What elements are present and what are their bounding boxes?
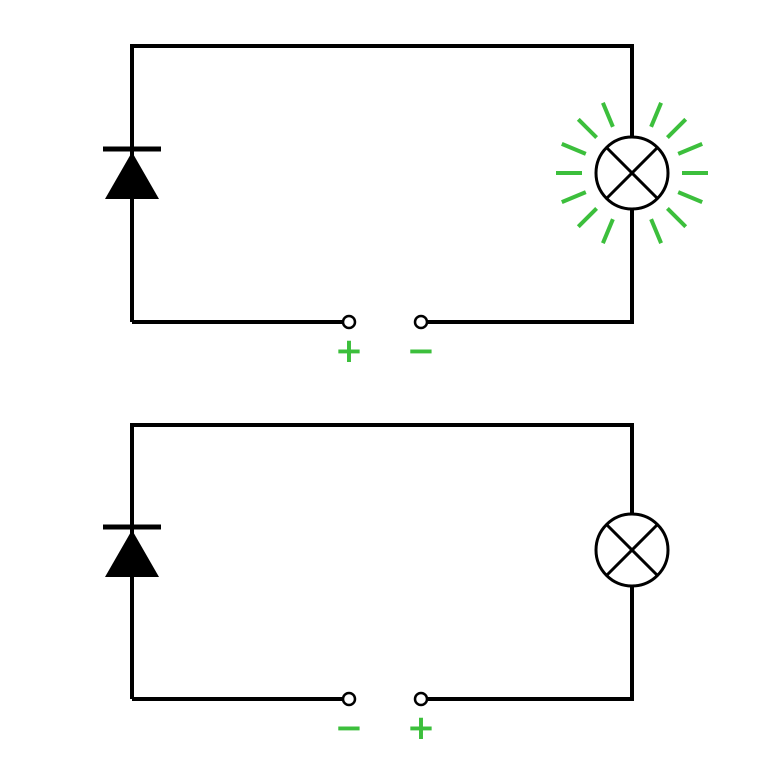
circuit-wire [130, 423, 634, 701]
glow-ray [677, 190, 703, 204]
glow-ray [677, 142, 703, 156]
glow-ray [561, 190, 587, 204]
circuit-wire [130, 44, 634, 324]
glow-ray [576, 117, 599, 140]
circuit-reverse-biased: − + [103, 423, 670, 748]
diode-icon [103, 146, 161, 199]
glow-ray [601, 102, 615, 128]
lamp-icon [594, 135, 670, 211]
diode-icon [103, 524, 161, 577]
glow-ray [665, 117, 688, 140]
glow-ray [649, 218, 663, 244]
terminal-left [341, 314, 357, 330]
glow-ray [576, 206, 599, 229]
glow-ray [601, 218, 615, 244]
polarity-label-left: + [335, 331, 364, 371]
glow-ray [561, 142, 587, 156]
polarity-label-right: − [407, 331, 436, 371]
polarity-label-left: − [335, 708, 364, 748]
terminal-right [413, 691, 429, 707]
polarity-label-right: + [407, 708, 436, 748]
circuit-forward-biased: + − [103, 44, 708, 371]
glow-ray [665, 206, 688, 229]
terminal-left [341, 691, 357, 707]
lamp-icon [594, 512, 670, 588]
glow-ray [649, 102, 663, 128]
terminal-right [413, 314, 429, 330]
lamp-glow-rays [556, 102, 708, 244]
